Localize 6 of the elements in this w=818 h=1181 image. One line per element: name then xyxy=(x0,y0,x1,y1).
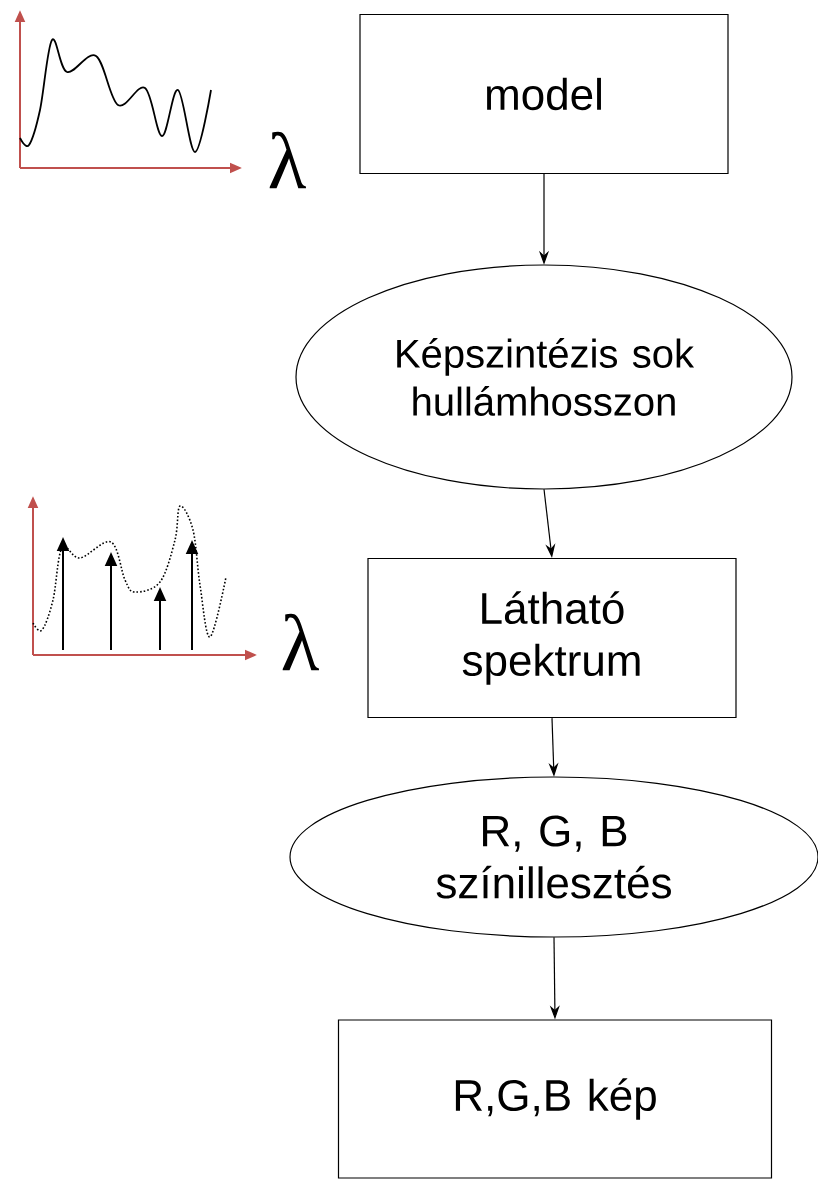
axis-label: λ xyxy=(282,613,319,671)
axis-label: λ xyxy=(269,131,306,189)
process-box: R,G,B kép xyxy=(337,1019,773,1179)
ellipse-node: Képszintézis sok hullámhosszon xyxy=(295,264,793,490)
process-box: model xyxy=(359,13,729,175)
process-box: Látható spektrum xyxy=(367,557,737,719)
